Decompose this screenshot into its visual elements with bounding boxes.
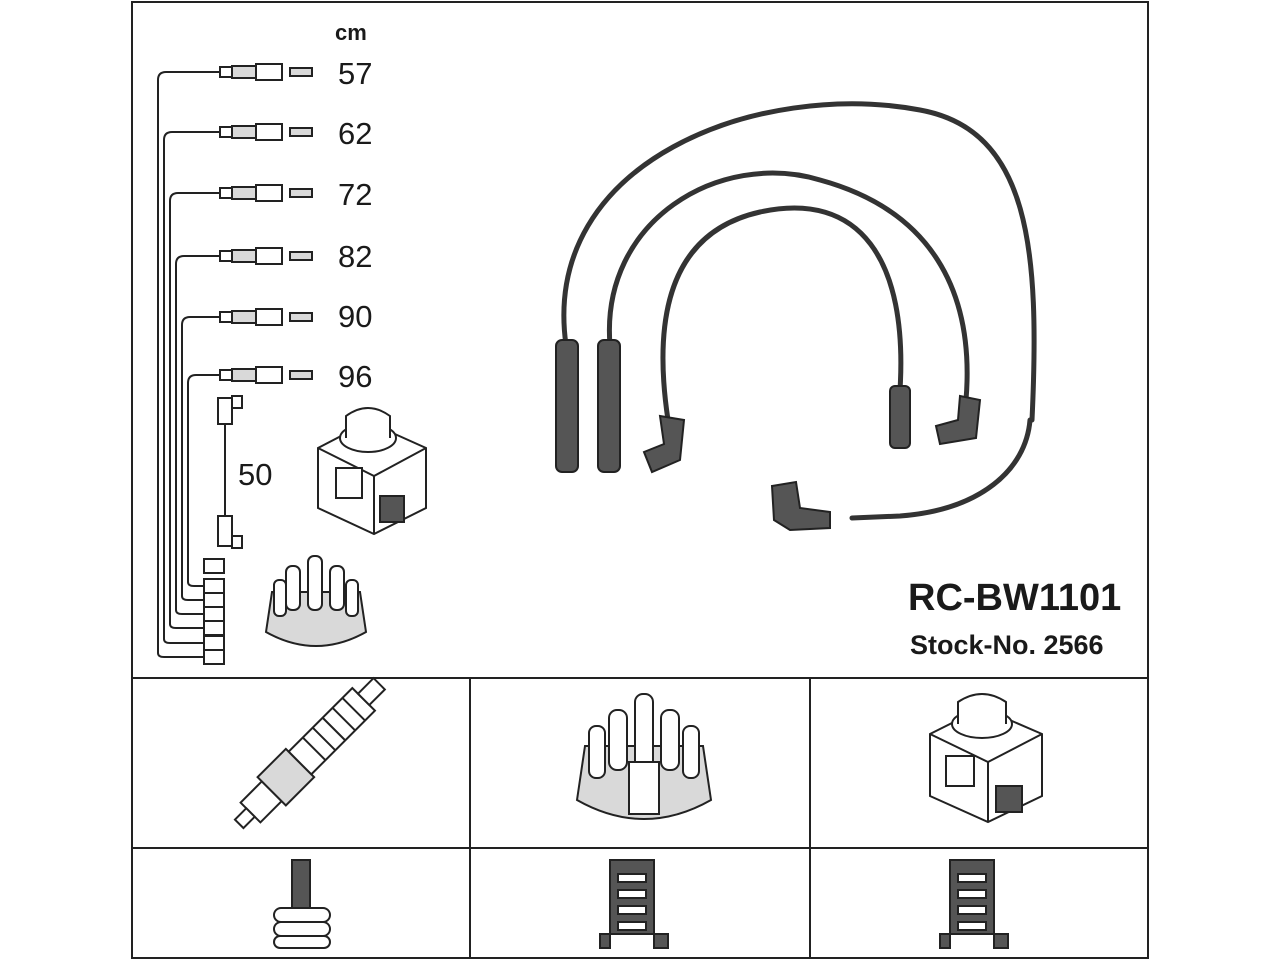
diagram-frame: [131, 1, 1149, 959]
terminal-connector: [219, 126, 233, 138]
length-label: 72: [338, 177, 372, 212]
terminal-connector: [231, 65, 257, 79]
terminal-connector: [255, 63, 283, 81]
terminal-connector: [231, 125, 257, 139]
terminal-connector: [219, 369, 233, 381]
coil-connector-icon: [939, 859, 1009, 949]
plug-boot: [555, 339, 579, 473]
terminal-connector: [231, 249, 257, 263]
coil-lead-connector: [231, 395, 243, 409]
distributor-cap-icon: [575, 693, 713, 820]
terminal-connector: [203, 649, 225, 665]
ignition-coil-icon: [929, 693, 1043, 824]
coil-lead-connector: [217, 515, 233, 547]
angled-boot: [934, 394, 982, 446]
terminal-connector: [203, 592, 225, 608]
product-code: RC-BW1101: [908, 577, 1121, 619]
terminal-connector: [203, 635, 225, 651]
length-label: 90: [338, 299, 372, 334]
cable-line: [157, 652, 204, 658]
plug-connector-icon: [273, 859, 331, 949]
coil-lead-connector: [231, 535, 243, 549]
angled-boot: [642, 414, 686, 474]
terminal-connector: [255, 184, 283, 202]
terminal-connector: [219, 311, 233, 323]
cable-line: [169, 192, 179, 202]
terminal-connector: [203, 620, 225, 636]
terminal-connector: [231, 310, 257, 324]
cable-schematic: [157, 63, 313, 665]
terminal-connector: [255, 123, 283, 141]
terminal-connector: [203, 558, 225, 574]
cable-line: [163, 131, 173, 141]
terminal-connector: [203, 578, 225, 594]
terminal-connector: [289, 67, 313, 77]
length-label: 57: [338, 56, 372, 91]
terminal-connector: [219, 66, 233, 78]
terminal-connector: [255, 308, 283, 326]
cable-line: [175, 255, 185, 265]
terminal-connector: [289, 127, 313, 137]
length-unit: cm: [335, 20, 367, 45]
cap-boot: [889, 385, 911, 449]
terminal-connector: [289, 251, 313, 261]
terminal-connector: [203, 606, 225, 622]
distributor-cap-icon: [264, 555, 368, 647]
terminal-connector: [255, 247, 283, 265]
terminal-connector: [219, 187, 233, 199]
cable-line: [187, 581, 204, 587]
terminal-connector: [289, 312, 313, 322]
terminal-connector: [231, 368, 257, 382]
length-label: 62: [338, 116, 372, 151]
terminal-connector: [289, 188, 313, 198]
terminal-connector: [219, 250, 233, 262]
terminal-connector: [289, 370, 313, 380]
length-label: 96: [338, 359, 372, 394]
ignition-coil-icon: [317, 407, 427, 536]
cable-line: [157, 71, 167, 81]
terminal-connector: [255, 366, 283, 384]
stock-number: Stock-No. 2566: [910, 630, 1104, 660]
cable-line: [175, 609, 204, 615]
cable-line: [163, 638, 204, 644]
cable-line: [181, 316, 191, 326]
cap-connector-icon: [599, 859, 669, 949]
cable-line: [169, 623, 204, 629]
coil-boot: [770, 480, 831, 532]
coil-lead-connector: [217, 397, 233, 425]
terminal-connector: [231, 186, 257, 200]
cable-set-illustration: [555, 101, 1037, 532]
plug-boot: [597, 339, 621, 473]
coil-lead-length-label: 50: [238, 457, 272, 492]
length-label: 82: [338, 239, 372, 274]
cable-line: [187, 374, 197, 384]
cable-line: [181, 595, 204, 601]
spark-plug-icon: [233, 676, 387, 830]
